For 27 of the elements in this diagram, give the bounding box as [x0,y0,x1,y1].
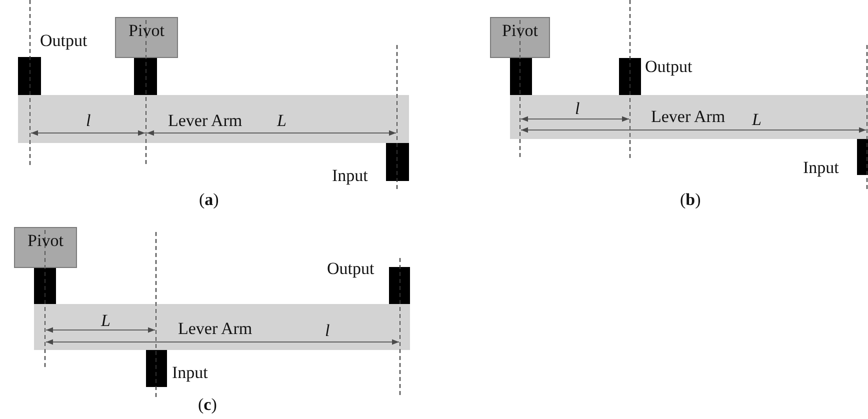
pivot-box [115,17,178,58]
length-symbol: l [325,321,330,340]
component-label: Output [645,57,692,76]
length-symbol: l [86,111,91,130]
component-label: Input [172,363,208,382]
lever-arm-label: Lever Arm [651,107,726,126]
lever-arm-bar [510,95,868,139]
panel-caption: (c) [198,395,217,414]
component-label: Input [332,166,368,185]
pivot-label: Pivot [502,21,538,40]
length-symbol: L [101,311,110,330]
panel-caption: (b) [680,190,701,209]
length-symbol: L [752,110,762,129]
pivot-label: Pivot [128,21,164,40]
length-symbol: L [277,111,286,130]
component-label: Output [327,259,374,278]
length-symbol: l [575,99,580,118]
lever-arm-bar [18,95,409,143]
lever-arm-bar [34,304,410,350]
lever-arm-label: Lever Arm [178,319,252,338]
panel-caption: (a) [199,190,219,209]
component-label: Input [803,158,839,177]
pivot-label: Pivot [28,231,64,250]
pivot-box [490,17,550,58]
component-label: Output [40,31,88,50]
lever-arm-label: Lever Arm [168,111,242,130]
pivot-box [14,227,77,268]
